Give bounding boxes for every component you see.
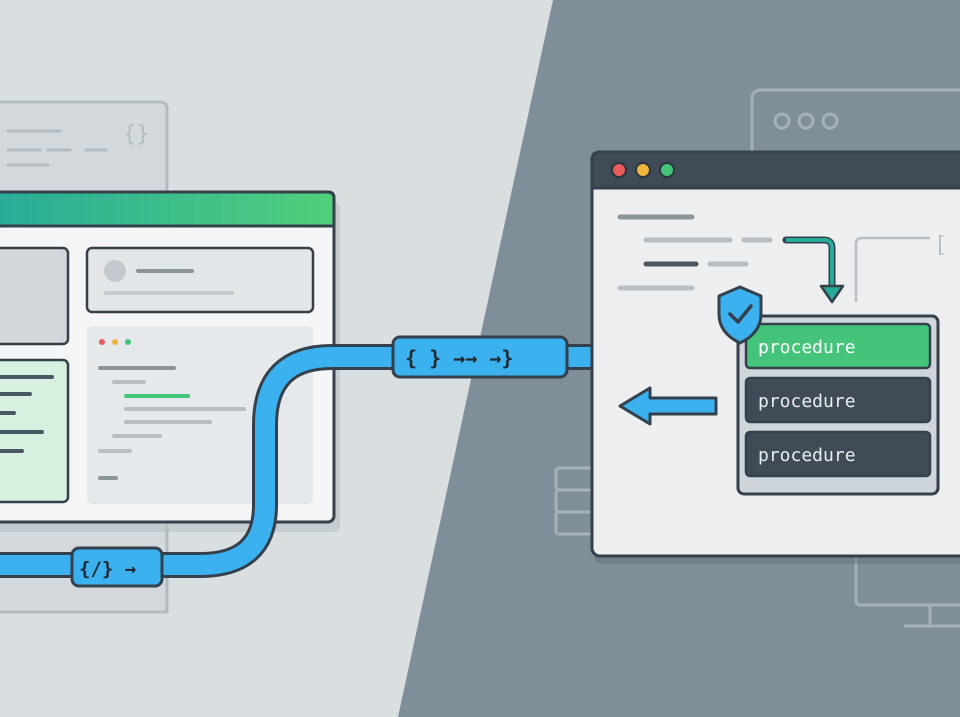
code-tag-badge (70, 546, 164, 588)
procedure-item-3[interactable]: procedure (744, 430, 932, 478)
code-editor-panel (87, 326, 313, 504)
maximize-dot (659, 162, 675, 178)
minimize-dot (635, 162, 651, 178)
avatar (104, 260, 126, 282)
code-tag-icon: {/} → (79, 558, 136, 580)
arrow-down-icon (782, 236, 845, 304)
left-window-titlebar (0, 190, 336, 228)
profile-card (85, 246, 315, 314)
curly-braces-icon: {} (123, 122, 150, 147)
procedure-label: procedure (758, 391, 856, 412)
payload-badge (391, 335, 569, 379)
procedure-item-2[interactable]: procedure (744, 376, 932, 424)
curly-braces-icon: [ ] (934, 233, 960, 258)
procedure-label: procedure (758, 337, 856, 358)
payload-label: { } →→ →} (405, 346, 513, 370)
close-dot (611, 162, 627, 178)
procedure-label: procedure (758, 445, 856, 466)
arrow-left-icon (618, 386, 718, 426)
shield-check-icon (717, 285, 763, 345)
right-window-titlebar (590, 150, 960, 190)
procedure-item-1[interactable]: procedure (744, 322, 932, 370)
image-placeholder (0, 246, 70, 346)
